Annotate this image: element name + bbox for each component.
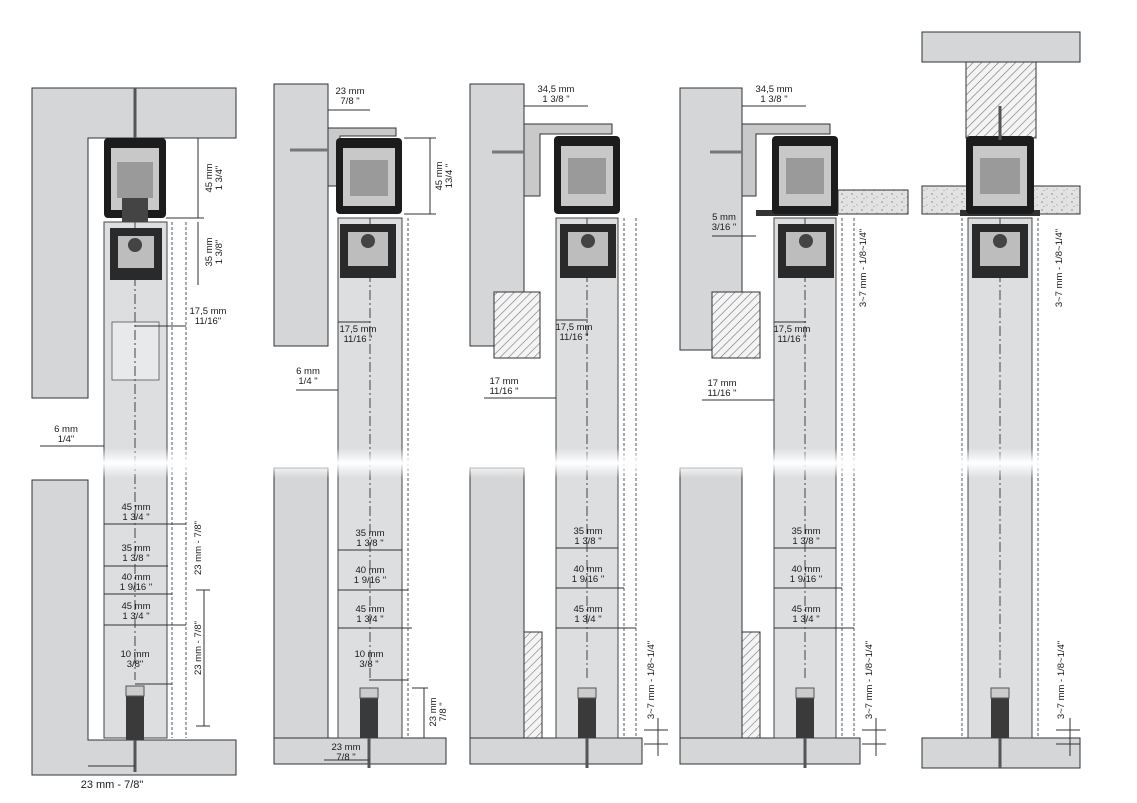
floor-guide	[578, 688, 596, 738]
ceiling-slab	[837, 189, 909, 215]
floor-guide	[991, 688, 1009, 738]
wall-bracket	[523, 123, 613, 197]
floor-wall	[469, 467, 525, 739]
ceiling-slab-right	[1029, 185, 1081, 215]
floor-wall	[679, 467, 743, 739]
dim-height-top: 45 mm1 3/4"	[204, 163, 225, 192]
side-wall	[273, 83, 329, 347]
floor-wall	[273, 467, 329, 739]
wall-bracket	[741, 123, 831, 197]
ceiling-slab-left	[921, 185, 973, 215]
floor-guide	[796, 688, 814, 738]
floor-guide	[360, 688, 378, 738]
ceiling-top	[921, 31, 1081, 63]
dim-side1: 23 mm - 7/8"	[193, 521, 204, 575]
timber-stop	[711, 291, 761, 359]
timber-stop	[493, 291, 541, 359]
dim-height-top: 45 mm13/4 "	[434, 161, 455, 190]
ceiling-wall	[31, 87, 237, 399]
dim-top-gap: 3~7 mm - 1/8~1/4"	[1054, 229, 1065, 307]
floor-wall	[31, 479, 237, 776]
wall-bracket	[327, 127, 397, 187]
dim-floor-gap: 3~7 mm - 1/8~1/4"	[864, 641, 875, 719]
panel-5: 3~7 mm - 1/8~1/4" 3~7 mm - 1/8~1/4"	[921, 31, 1081, 769]
floor-stop	[523, 631, 543, 739]
dim-floor-gap: 3~7 mm - 1/8~1/4"	[646, 641, 657, 719]
dim-bottom: 23 mm - 7/8"	[81, 779, 144, 791]
floor-guide	[126, 686, 144, 740]
dim-top-gap: 3~7 mm - 1/8~1/4"	[858, 229, 869, 307]
floor-stop	[741, 631, 761, 739]
dim-side: 23 mm7/8 "	[428, 697, 449, 726]
break-fade	[0, 448, 1137, 478]
dim-side2: 23 mm - 7/8"	[193, 621, 204, 675]
dim-floor-gap: 3~7 mm - 1/8~1/4"	[1056, 641, 1067, 719]
dim-carriage: 35 mm1 3/8"	[204, 237, 225, 266]
